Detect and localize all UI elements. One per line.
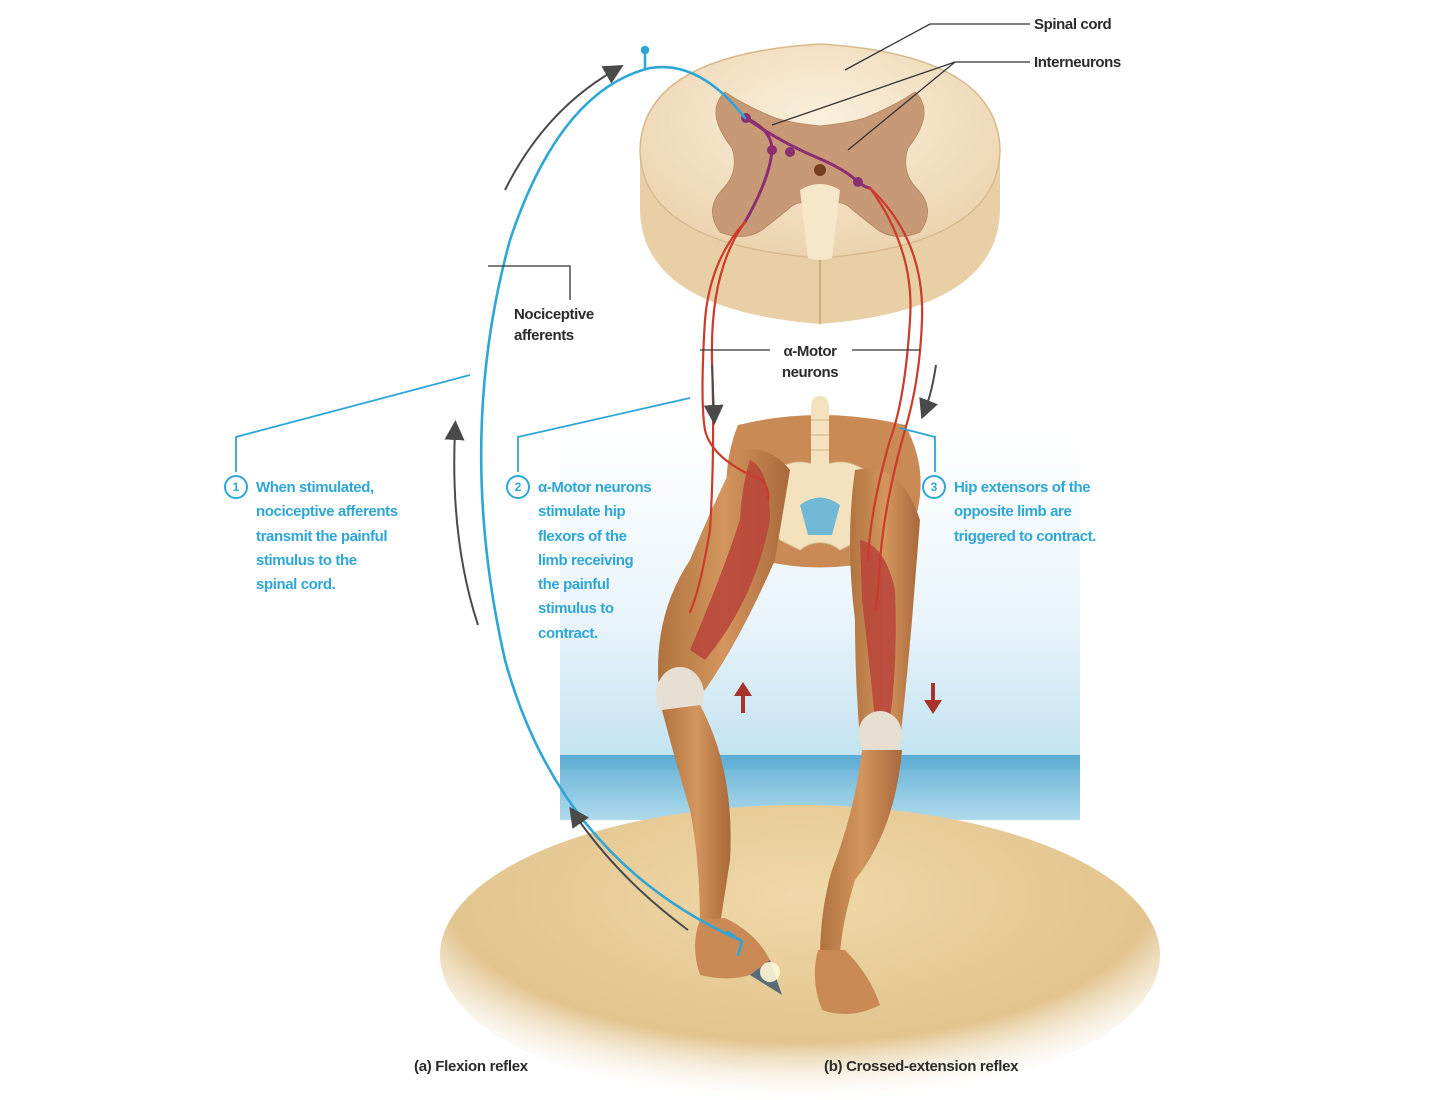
- step-1-text: When stimulated, nociceptive afferents t…: [256, 479, 398, 594]
- step-leader-lines: [235, 374, 936, 472]
- step-2-number: 2: [506, 475, 530, 499]
- left-thigh-muscle: [690, 460, 770, 660]
- legs-figure: [656, 396, 921, 1014]
- spinal-cord-label: Spinal cord: [1034, 16, 1112, 33]
- step-3-text: Hip extensors of the opposite limb are t…: [954, 479, 1097, 545]
- extension-down-arrow: [924, 683, 942, 714]
- alpha-motor-label-line2: neurons: [781, 364, 839, 382]
- step-1-callout: 1 When stimulated, nociceptive afferents…: [224, 475, 398, 597]
- label-leader-lines: [488, 23, 1030, 351]
- central-canal: [814, 164, 826, 176]
- right-foot: [814, 950, 880, 1014]
- nociceptive-afferent-path: [479, 45, 747, 957]
- painful-stimulus: [750, 960, 782, 995]
- step-3-number: 3: [922, 475, 946, 499]
- step-3-callout: 3 Hip extensors of the opposite limb are…: [922, 475, 1097, 549]
- step-2-text: α-Motor neurons stimulate hip flexors of…: [538, 479, 652, 642]
- step-2-callout: 2 α-Motor neurons stimulate hip flexors …: [506, 475, 652, 646]
- alpha-motor-label-line1: α-Motor: [783, 343, 837, 360]
- spinal-cord-section: [639, 43, 1001, 324]
- alpha-motor-neurons-label: α-Motor neurons: [760, 341, 860, 384]
- left-foot: [695, 918, 772, 979]
- leg-movement-arrows: [734, 682, 942, 714]
- nociceptive-label-line1: Nociceptive: [514, 306, 594, 323]
- interneurons-label: Interneurons: [1034, 54, 1121, 71]
- right-thigh-muscle: [860, 540, 896, 720]
- flexion-up-arrow: [734, 682, 752, 713]
- step-1-number: 1: [224, 475, 248, 499]
- right-shin: [820, 750, 902, 960]
- nociceptive-label-line2: afferents: [514, 327, 574, 345]
- caption-flexion-reflex: (a) Flexion reflex: [414, 1058, 528, 1075]
- left-shin: [662, 705, 731, 930]
- nociceptive-afferents-label: Nociceptive afferents: [514, 304, 594, 347]
- afferent-direction-arrows: [444, 65, 938, 931]
- right-knee: [858, 711, 902, 759]
- caption-crossed-extension-reflex: (b) Crossed-extension reflex: [824, 1058, 1019, 1075]
